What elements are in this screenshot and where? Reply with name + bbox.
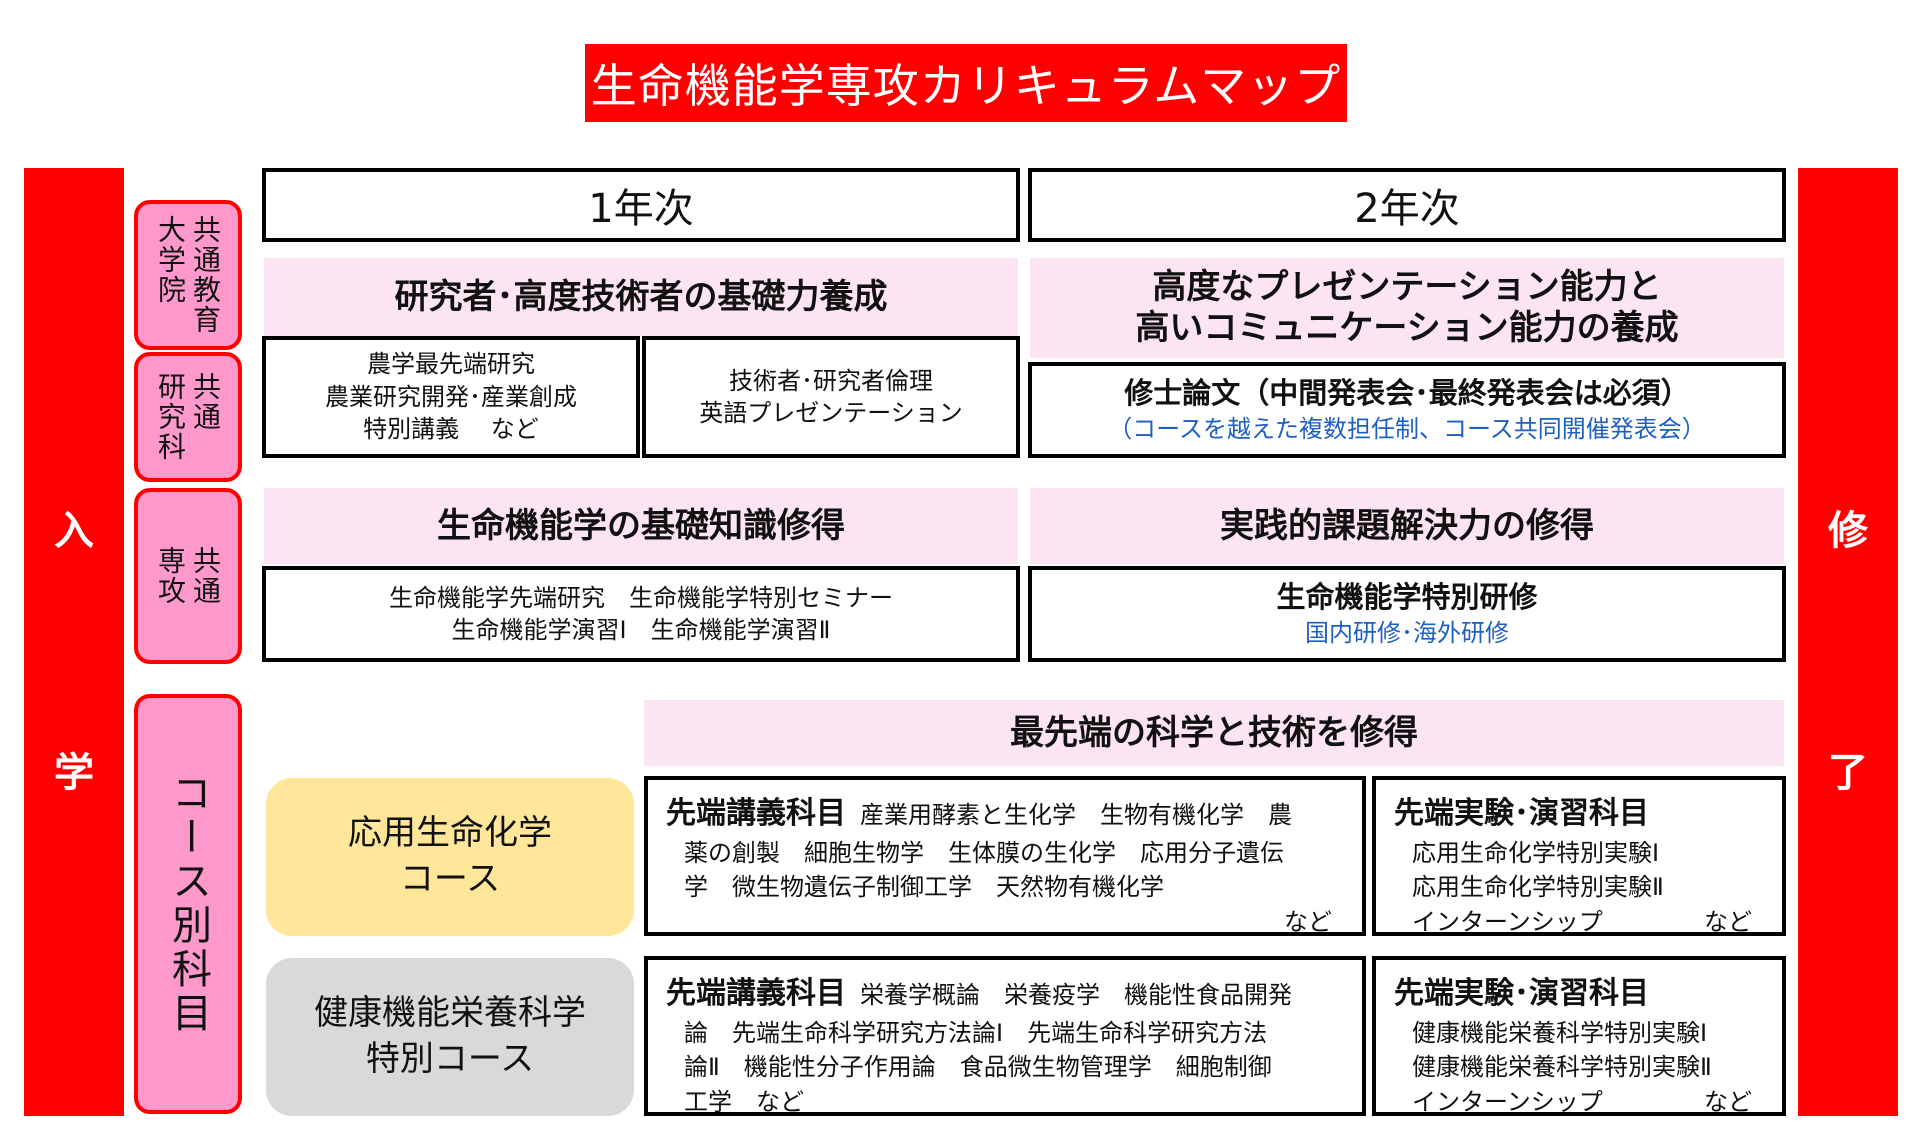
page-title: 生命機能学専攻カリキュラムマップ — [585, 44, 1347, 122]
row-label-course-specific-text: コース別科目 — [165, 772, 211, 1036]
course-box-advanced-research: 農学最先端研究 農業研究開発･産業創成 特別講義 など — [262, 336, 640, 458]
lab-category-label: 先端実験･演習科目 — [1394, 796, 1649, 831]
course-item: 農業研究開発･産業創成 — [325, 382, 577, 411]
enrollment-char-2: 学 — [54, 750, 94, 796]
row-label-major-common-text: 共通専攻 — [154, 546, 222, 606]
course1-labs-box: 先端実験･演習科目 応用生命化学特別実験Ⅰ 応用生命化学特別実験Ⅱ インターンシ… — [1372, 776, 1786, 936]
thesis-title: 修士論文（中間発表会･最終発表会は必須） — [1124, 376, 1690, 411]
goal-band-presentation: 高度なプレゼンテーション能力と 高いコミュニケーション能力の養成 — [1030, 258, 1784, 358]
goal-band-cutting-edge: 最先端の科学と技術を修得 — [644, 700, 1784, 766]
row-label-course-specific: コース別科目 — [134, 694, 242, 1114]
enrollment-bar: 入 学 — [24, 168, 124, 1116]
course-health-nutrition: 健康機能栄養科学 特別コース — [266, 958, 634, 1116]
enrollment-char-1: 入 — [54, 508, 94, 554]
year-2-header: 2年次 — [1028, 168, 1786, 242]
completion-char-2: 了 — [1828, 750, 1868, 796]
course1-lectures-box: 先端講義科目産業用酵素と生化学 生物有機化学 農 薬の創製 細胞生物学 生体膜の… — [644, 776, 1366, 936]
special-training-title: 生命機能学特別研修 — [1276, 580, 1538, 615]
goal-band-research-foundation: 研究者･高度技術者の基礎力養成 — [264, 258, 1018, 336]
completion-bar: 修 了 — [1798, 168, 1898, 1116]
lecture-category-label: 先端講義科目 — [666, 976, 846, 1011]
course-item: 生命機能学先端研究 生命機能学特別セミナー — [389, 583, 893, 612]
year-1-header: 1年次 — [262, 168, 1020, 242]
row-label-major-common: 共通専攻 — [134, 488, 242, 664]
goal-band-presentation-line2: 高いコミュニケーション能力の養成 — [1135, 308, 1679, 348]
row-label-faculty-common: 共通研究科 — [134, 352, 242, 482]
thesis-note: （コースを越えた複数担任制、コース共同開催発表会） — [1108, 415, 1706, 444]
course-item: 農学最先端研究 — [367, 350, 535, 379]
course-item: 生命機能学演習Ⅰ 生命機能学演習Ⅱ — [451, 616, 831, 644]
course-applied-bioscience: 応用生命化学 コース — [266, 778, 634, 936]
thesis-box: 修士論文（中間発表会･最終発表会は必須） （コースを越えた複数担任制、コース共同… — [1028, 362, 1786, 458]
course2-lectures-box: 先端講義科目栄養学概論 栄養疫学 機能性食品開発 論 先端生命科学研究方法論Ⅰ … — [644, 956, 1366, 1116]
row-label-faculty-common-text: 共通研究科 — [154, 372, 222, 462]
goal-band-basic-knowledge: 生命機能学の基礎知識修得 — [264, 488, 1018, 564]
special-training-box: 生命機能学特別研修 国内研修･海外研修 — [1028, 566, 1786, 662]
lab-category-label: 先端実験･演習科目 — [1394, 976, 1649, 1011]
course2-labs-box: 先端実験･演習科目 健康機能栄養科学特別実験Ⅰ 健康機能栄養科学特別実験Ⅱ イン… — [1372, 956, 1786, 1116]
course-item: 英語プレゼンテーション — [699, 399, 963, 427]
course-box-major-seminars: 生命機能学先端研究 生命機能学特別セミナー 生命機能学演習Ⅰ 生命機能学演習Ⅱ — [262, 566, 1020, 662]
goal-band-problem-solving: 実践的課題解決力の修得 — [1030, 488, 1784, 564]
course-item: 特別講義 など — [363, 415, 539, 444]
special-training-note: 国内研修･海外研修 — [1305, 619, 1509, 648]
course-item: 技術者･研究者倫理 — [729, 366, 933, 395]
course-box-ethics-english: 技術者･研究者倫理 英語プレゼンテーション — [642, 336, 1020, 458]
lecture-category-label: 先端講義科目 — [666, 796, 846, 831]
goal-band-presentation-line1: 高度なプレゼンテーション能力と — [1152, 267, 1662, 308]
row-label-graduate-common-text: 共通教育大学院 — [154, 215, 222, 335]
row-label-graduate-common: 共通教育大学院 — [134, 200, 242, 350]
completion-char-1: 修 — [1828, 508, 1868, 554]
